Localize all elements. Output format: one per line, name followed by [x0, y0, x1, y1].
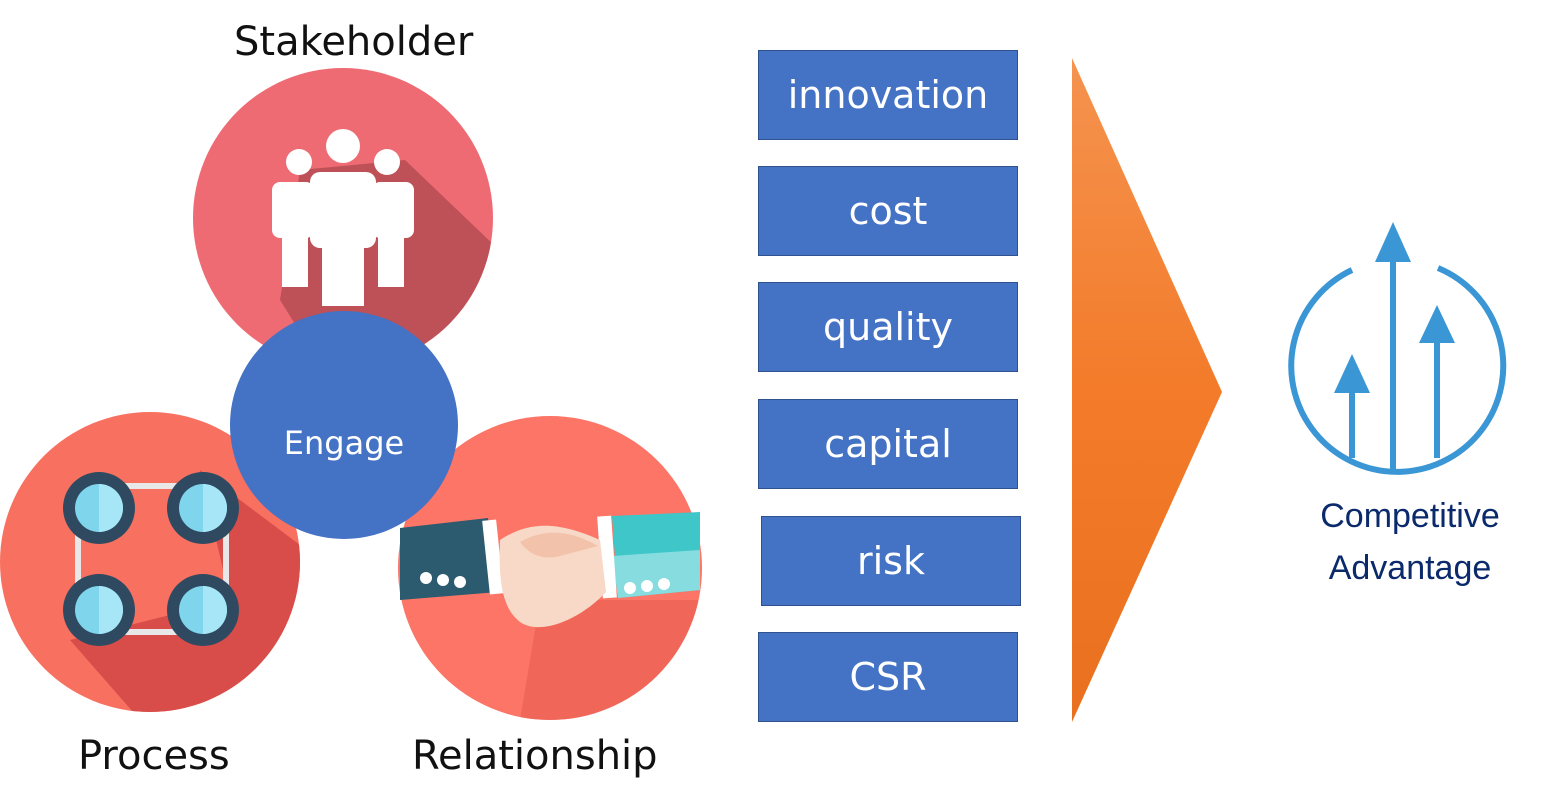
- factor-box-risk: risk: [761, 516, 1021, 606]
- process-circle: [0, 412, 300, 712]
- process-label: Process: [78, 733, 230, 779]
- growth-arrows-icon: [1288, 222, 1507, 475]
- result-line-2: Advantage: [1328, 549, 1492, 587]
- relationship-label: Relationship: [412, 733, 658, 779]
- factor-box-innovation: innovation: [758, 50, 1018, 140]
- factor-box-capital: capital: [758, 399, 1018, 489]
- handshake-icon: [400, 512, 700, 628]
- gears-network-icon: [63, 472, 239, 646]
- factor-box-quality: quality: [758, 282, 1018, 372]
- people-group-icon: [272, 129, 414, 306]
- competitive-advantage-label: Competitive Advantage: [1290, 490, 1530, 594]
- factor-box-csr: CSR: [758, 632, 1018, 722]
- engage-circle: [230, 311, 458, 539]
- result-line-1: Competitive: [1320, 497, 1500, 535]
- factor-box-cost: cost: [758, 166, 1018, 256]
- engage-label: Engage: [283, 424, 405, 462]
- chevron-arrow: [1072, 58, 1222, 722]
- stakeholder-label: Stakeholder: [234, 19, 474, 65]
